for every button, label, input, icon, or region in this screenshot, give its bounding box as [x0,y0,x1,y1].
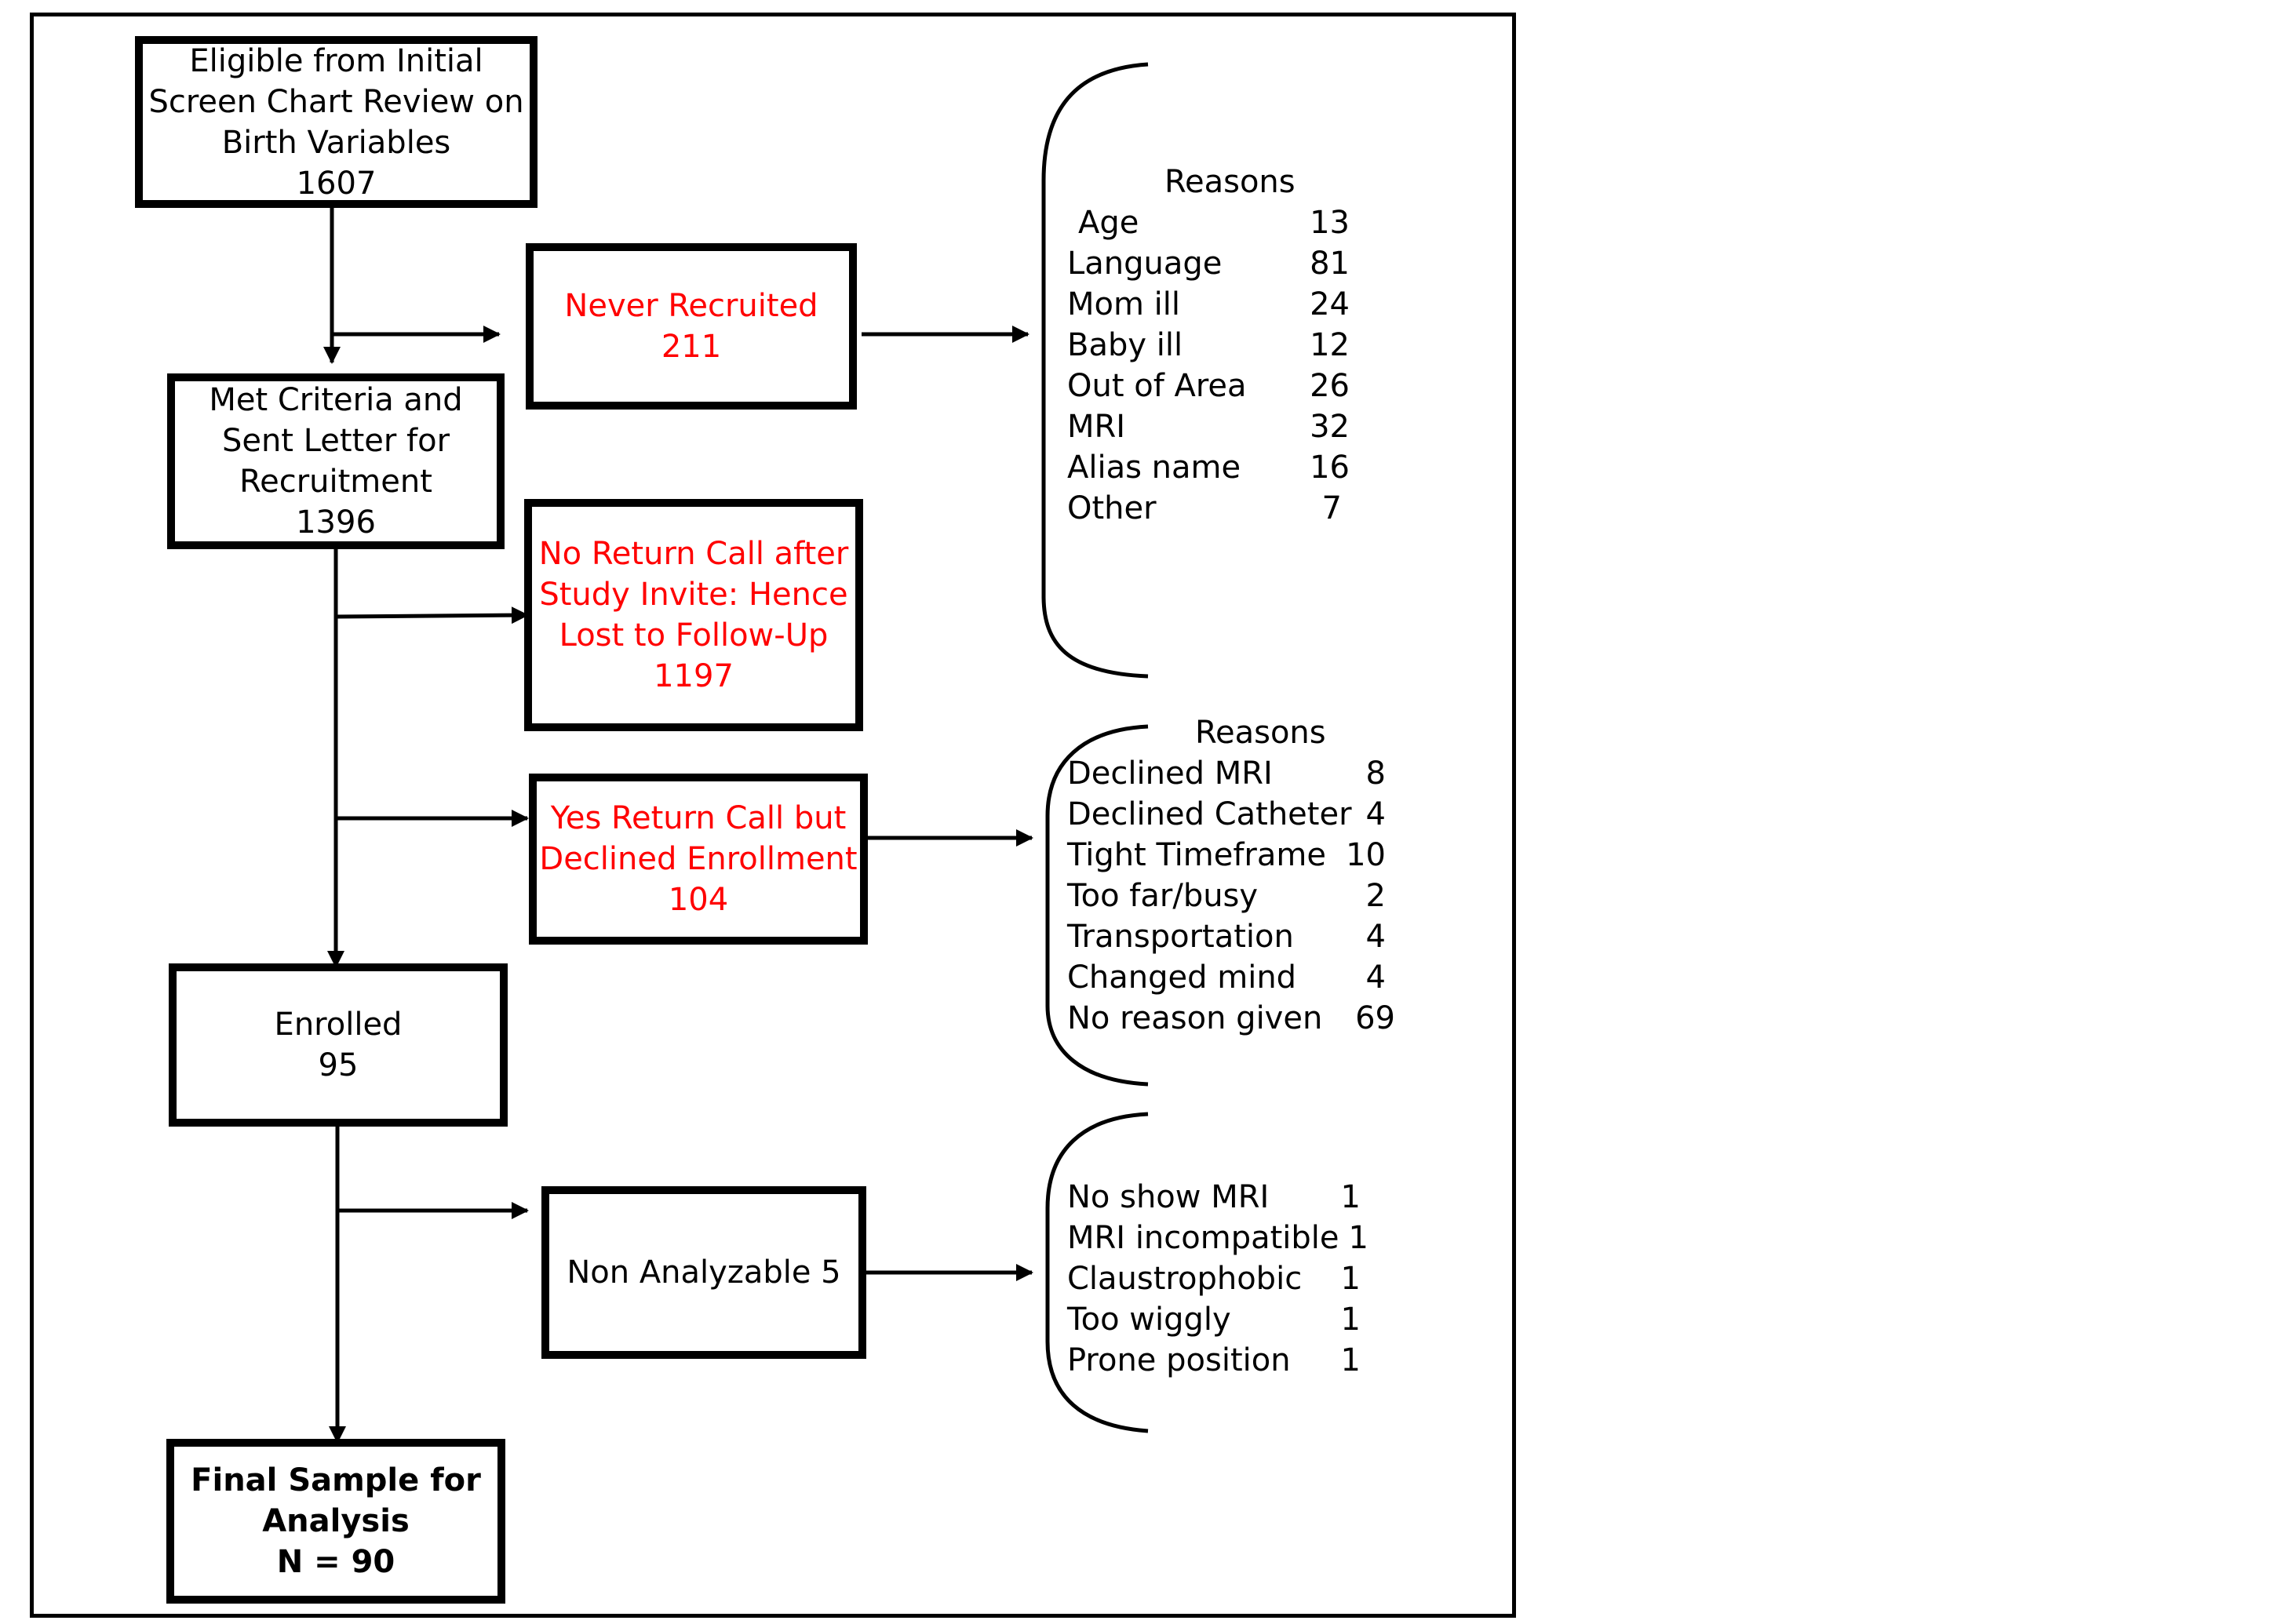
box-declined-line-1: Yes Return Call but [550,800,847,836]
box-enrolled: Enrolled 95 [169,963,508,1127]
arrow-to-no-return [335,606,529,624]
box-eligible-line-2: Screen Chart Review on [148,83,524,120]
reasons-2-title: Reasons [1195,715,1326,751]
box-final-line-1: Final Sample for [191,1462,481,1498]
box-met-line-3: Recruitment [239,464,432,500]
box-eligible-line-1: Eligible from Initial [189,42,483,79]
box-noreturn-line-3: Lost to Follow-Up [559,617,829,654]
box-final-sample: Final Sample for Analysis N = 90 [166,1439,505,1604]
box-nonanalyzable-line-1: Non Analyzable 5 [567,1254,841,1291]
box-never-line-1: Never Recruited [564,288,818,324]
box-enrolled-count: 95 [318,1047,359,1083]
box-eligible-line-3: Birth Variables [221,124,451,161]
brace-reasons-3 [1045,1112,1149,1433]
figure-frame [30,13,1516,1618]
box-declined-enrollment: Yes Return Call but Declined Enrollment … [529,774,868,945]
box-no-return-call: No Return Call after Study Invite: Hence… [524,499,863,731]
box-enrolled-line-1: Enrolled [274,1007,403,1043]
box-eligible: Eligible from Initial Screen Chart Revie… [135,36,538,208]
box-final-line-2: Analysis [262,1503,410,1539]
box-non-analyzable: Non Analyzable 5 [541,1186,866,1359]
box-never-recruited: Never Recruited 211 [526,243,857,410]
brace-reasons-2 [1045,724,1149,1087]
box-noreturn-line-2: Study Invite: Hence [539,577,848,613]
box-met-line-2: Sent Letter for [221,423,450,459]
box-met-count: 1396 [296,504,376,541]
box-met-line-1: Met Criteria and [209,382,463,418]
box-final-count: N = 90 [276,1544,395,1580]
box-noreturn-line-1: No Return Call after [538,536,849,572]
brace-reasons-1 [1041,62,1149,679]
box-never-count: 211 [661,329,722,365]
box-noreturn-count: 1197 [654,658,734,694]
reasons-1-title: Reasons [1164,164,1296,200]
box-eligible-count: 1607 [296,165,377,202]
box-declined-line-2: Declined Enrollment [539,841,858,877]
box-met-criteria: Met Criteria and Sent Letter for Recruit… [167,373,505,549]
box-declined-count: 104 [668,882,729,918]
